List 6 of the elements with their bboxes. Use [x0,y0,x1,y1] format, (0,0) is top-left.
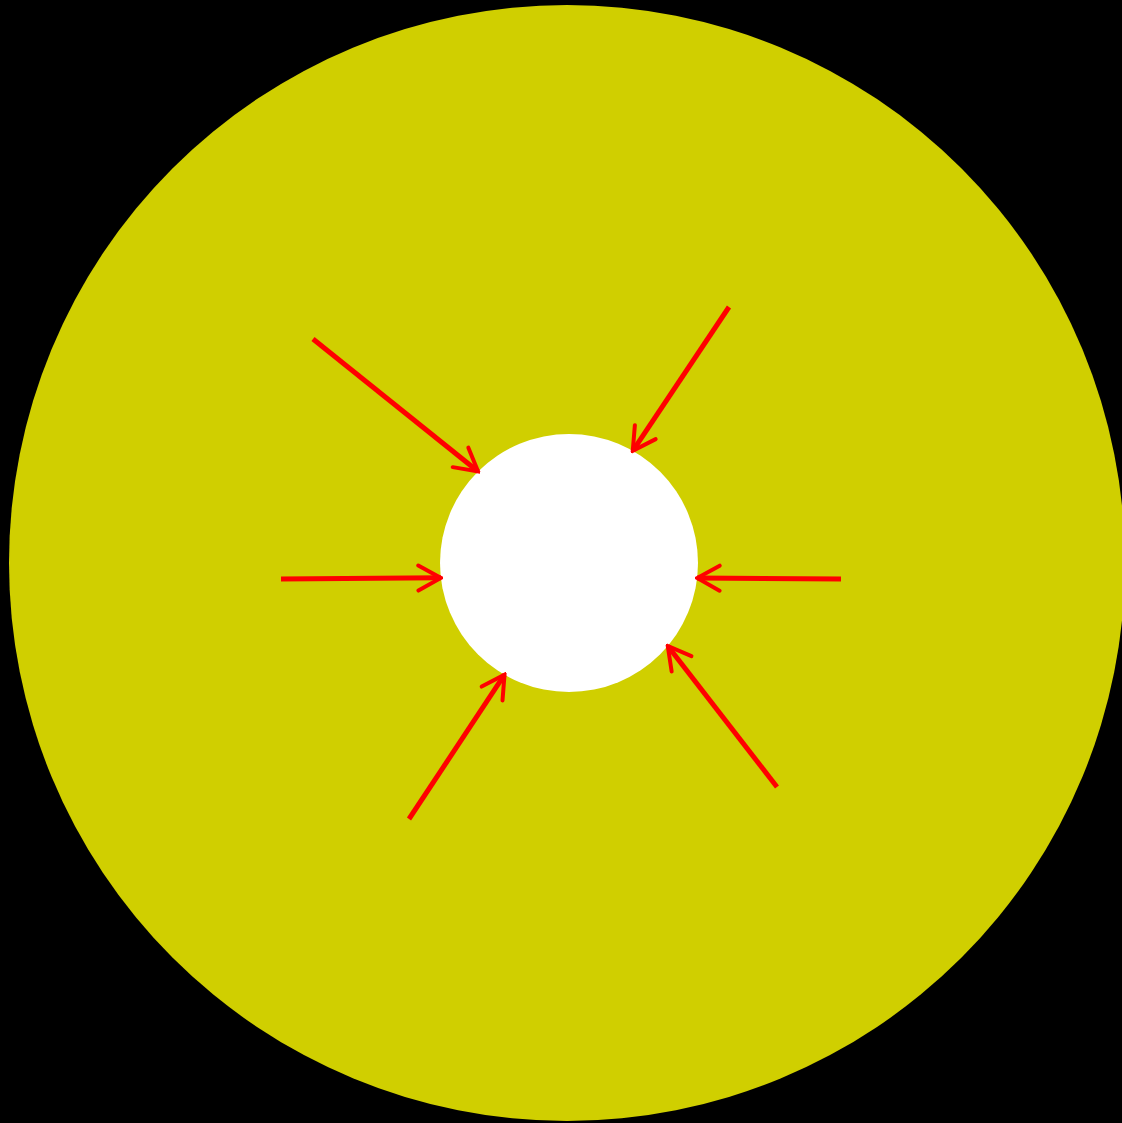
arrow [695,563,841,593]
arrow [665,644,779,789]
arrow [406,672,507,821]
arrow [281,563,443,593]
arrow [311,337,481,474]
arrow [630,305,732,453]
